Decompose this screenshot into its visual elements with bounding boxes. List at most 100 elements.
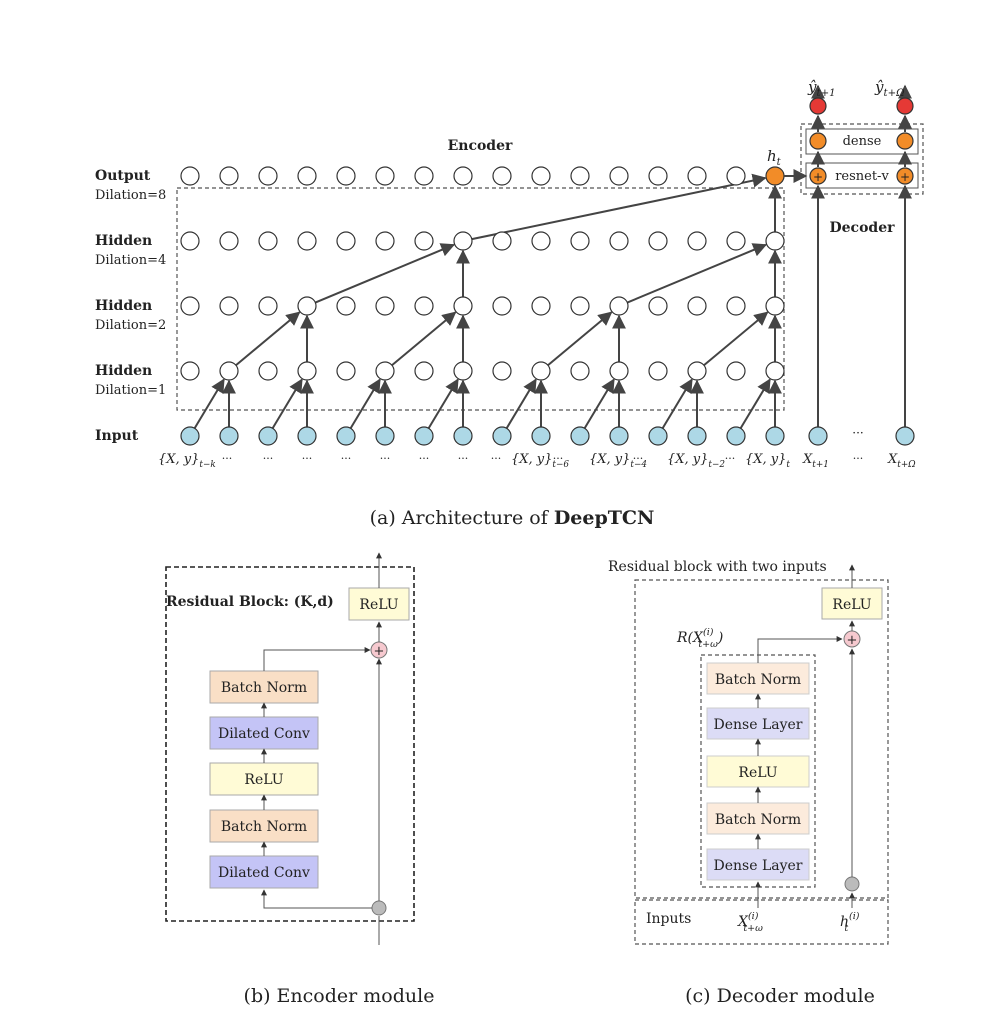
prediction-node: [809, 97, 827, 115]
row-title-2: Hidden: [95, 298, 152, 314]
row-title-1: Hidden: [95, 233, 152, 249]
row-title-3: Hidden: [95, 363, 152, 379]
input-node: [180, 426, 200, 446]
input-ellipsis-8: ···: [491, 452, 502, 465]
encoder-edges: [193, 173, 782, 429]
output-node: [180, 166, 200, 186]
dense-layer-box: [706, 848, 810, 881]
edge-in-d1-13a: [661, 378, 693, 429]
input-node: [492, 426, 512, 446]
encoder-frame: [176, 187, 785, 411]
hidden-d2-node: [453, 296, 473, 316]
output-node: [336, 166, 356, 186]
future-input-node: [808, 426, 828, 446]
yhat-t1-label: ŷt+1: [807, 78, 836, 99]
hidden-d4-node: [258, 231, 278, 251]
hidden-d4-node: [726, 231, 746, 251]
resnet-plus-sign: +: [900, 170, 910, 184]
hidden-d2-node: [687, 296, 707, 316]
input-ellipsis-4: ···: [341, 452, 352, 465]
residual-to-plus-arrow: [263, 647, 371, 671]
hidden-d2-node: [765, 296, 785, 316]
input-label-15: {X, y}t: [745, 452, 790, 470]
input-node: [570, 426, 590, 446]
add-plus-sign: +: [374, 644, 385, 659]
input-ellipsis-14: ···: [725, 452, 736, 465]
hidden-d2-node: [297, 296, 317, 316]
input-label-13: {X, y}t−2: [667, 452, 725, 470]
output-node: [570, 166, 590, 186]
input-node: [336, 426, 356, 446]
edge-in-d1-15a: [739, 378, 771, 429]
input-node: [726, 426, 746, 446]
resnet-node: [809, 167, 827, 185]
input-label-11: {X, y}t−4: [589, 452, 647, 470]
resnet-node: [896, 167, 914, 185]
decoder-block-frame: [634, 579, 889, 899]
hidden-d4-node: [570, 231, 590, 251]
split-node: [371, 900, 387, 916]
future-input-node: [895, 426, 915, 446]
edge-in-d1-3a: [271, 378, 303, 429]
hidden-d1-node: [180, 361, 200, 381]
h-input-node: [844, 876, 860, 892]
edge-in-d1-5a: [349, 378, 381, 429]
output-node: [687, 166, 707, 186]
ht-label: ht: [767, 147, 782, 168]
decoder-block-title: Residual block with two inputs: [608, 559, 827, 575]
caption-a: (a) Architecture of DeepTCN: [370, 507, 655, 529]
input-label-9: {X, y}t−6: [511, 452, 569, 470]
output-node: [726, 166, 746, 186]
edge-in-d1-11a: [583, 378, 615, 429]
yhat-tomega-label: ŷt+Ω: [874, 78, 905, 99]
relu-label: ReLU: [244, 772, 283, 788]
residual-block-title: Residual Block: (K,d): [166, 594, 334, 610]
relu-box: [706, 755, 810, 788]
hidden-d4-node: [687, 231, 707, 251]
dense-label: dense: [843, 134, 882, 149]
row-labels: OutputHiddenHiddenHiddenInputDilation=8D…: [95, 168, 166, 444]
dilation-label-0: Dilation=8: [95, 188, 166, 203]
edge-in-d1-7a: [427, 378, 459, 429]
panel-b-encoder-module: Residual Block: (K,d) ReLU Batch NormDilat…: [165, 552, 434, 1007]
hidden-d1-node: [375, 361, 395, 381]
encoder-label: Encoder: [448, 138, 513, 154]
input-node: [648, 426, 668, 446]
relu-label: ReLU: [738, 765, 777, 781]
hidden-d4-node: [219, 231, 239, 251]
hidden-d1-node: [297, 361, 317, 381]
edge-in-d1-9a: [505, 378, 537, 429]
dilated-conv-label: Dilated Conv: [218, 726, 310, 742]
relu-output-label: ReLU: [359, 597, 398, 613]
add-plus-sign: +: [847, 633, 858, 648]
dilated-conv-box: [209, 716, 319, 750]
hidden-d2-node: [258, 296, 278, 316]
hidden-d4-node: [180, 231, 200, 251]
hidden-d4-node: [414, 231, 434, 251]
inputs-label: Inputs: [646, 911, 691, 927]
hidden-d1-node: [648, 361, 668, 381]
batch-norm-label: Batch Norm: [221, 680, 307, 696]
prediction-node: [896, 97, 914, 115]
hidden-d2-node: [726, 296, 746, 316]
residual-to-plus-arrow: [757, 636, 843, 663]
hidden-d2-node: [648, 296, 668, 316]
dense-node: [896, 132, 914, 150]
input-ellipsis-6: ···: [419, 452, 430, 465]
caption-c: (c) Decoder module: [685, 985, 875, 1007]
panel-c-decoder-module: Residual block with two inputsReLUBatch …: [608, 559, 889, 1007]
residual-block-frame: [165, 566, 415, 922]
batch-norm-box: [209, 670, 319, 704]
input-node: [531, 426, 551, 446]
hidden-d1-node: [453, 361, 473, 381]
h-input-label: h(i)t: [840, 911, 860, 934]
dense-layer-label: Dense Layer: [714, 717, 803, 733]
row-title-0: Output: [95, 168, 151, 184]
hidden-d2-node: [180, 296, 200, 316]
output-node: [492, 166, 512, 186]
input-node: [765, 426, 785, 446]
row-title-4: Input: [95, 428, 139, 444]
relu-output-box: [821, 587, 883, 620]
